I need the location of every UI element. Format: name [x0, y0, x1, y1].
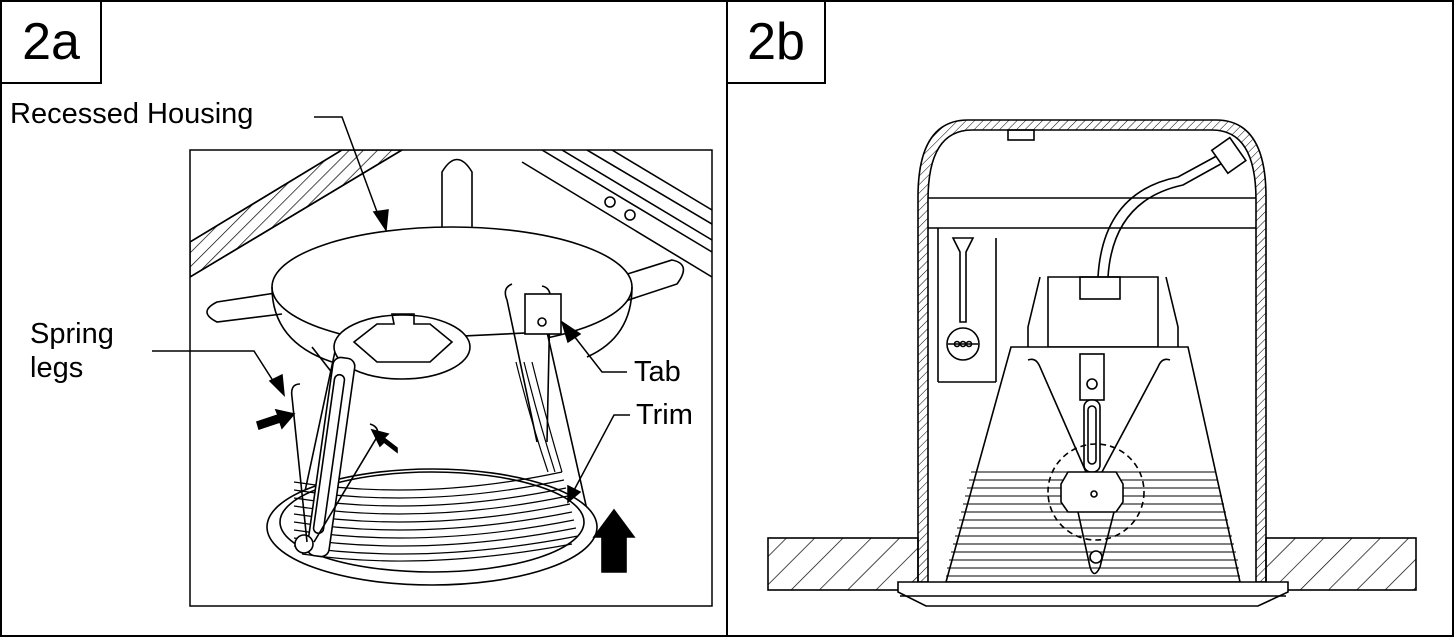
- panel-tag-2a: 2a: [2, 2, 102, 84]
- label-trim: Trim: [636, 399, 693, 431]
- label-spring-legs-line2: legs: [30, 352, 84, 384]
- ceiling-rail: [521, 150, 712, 278]
- junction-box: [1027, 136, 1247, 348]
- spring-bracket: [1027, 353, 1171, 575]
- panel-2a: 2a Recessed Housing Spring legs Tab Trim: [0, 0, 728, 637]
- diagram-2b-illustration: [767, 119, 1417, 607]
- label-spring-legs-line1: Spring: [30, 318, 114, 350]
- push-arrows: [256, 408, 636, 573]
- recessed-housing-can: [917, 119, 1267, 583]
- panel-2b: 2b: [726, 0, 1454, 637]
- diagram-2a-illustration: [152, 116, 713, 607]
- ceiling-drywall: [767, 537, 1417, 591]
- trim-flange: [266, 468, 598, 586]
- mounting-arms: [206, 158, 685, 393]
- label-recessed-housing: Recessed Housing: [10, 98, 254, 130]
- label-tab: Tab: [634, 356, 681, 388]
- ceiling-joist: [190, 150, 404, 278]
- leader-lines: [152, 116, 630, 504]
- panel-tag-2b: 2b: [728, 2, 826, 84]
- detail-circle: [1047, 443, 1145, 541]
